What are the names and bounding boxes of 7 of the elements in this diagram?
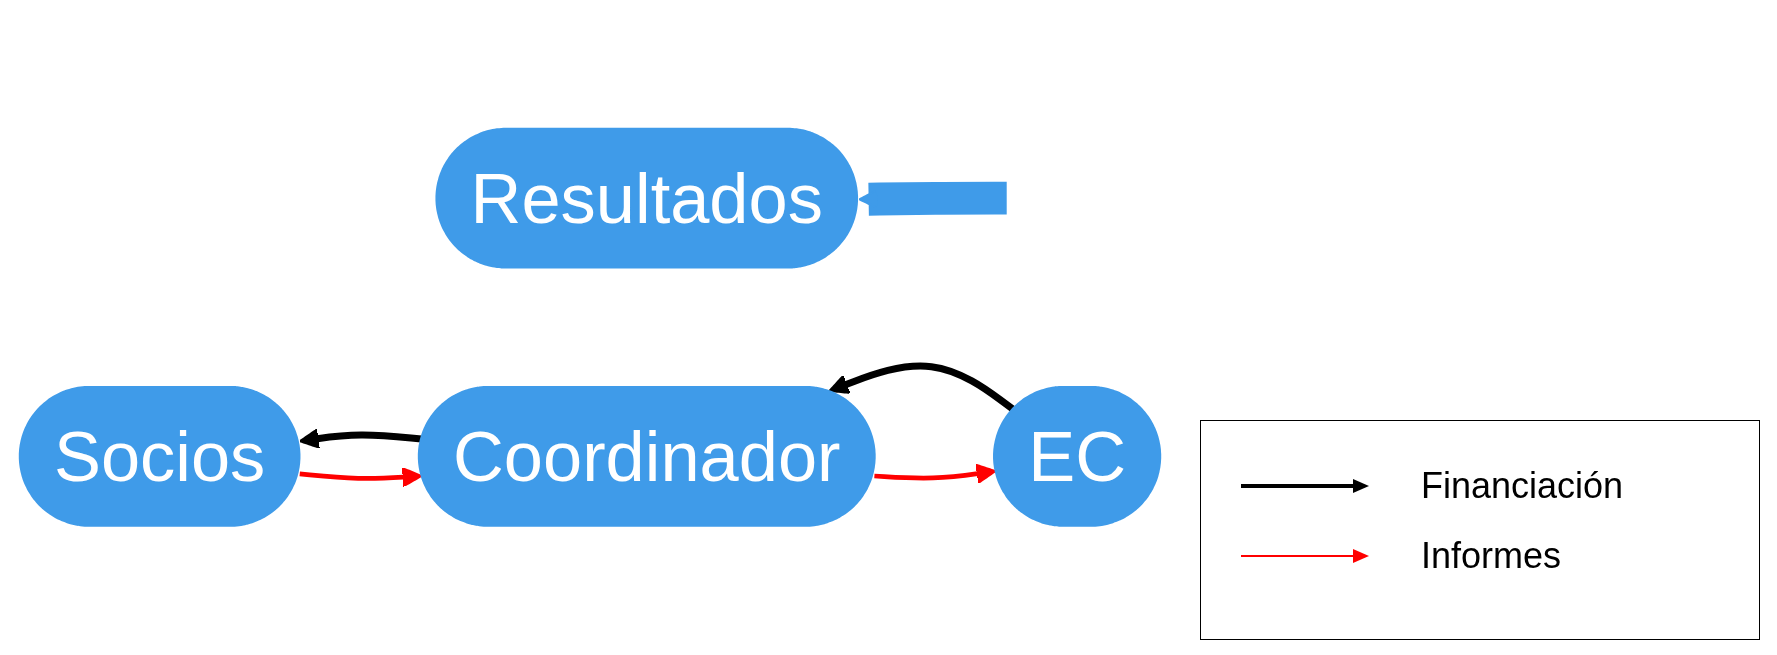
arrow <box>828 362 1016 413</box>
node-box: Coordinador <box>417 386 876 527</box>
arrow <box>298 428 422 450</box>
arrow <box>299 467 423 488</box>
legend-text: Informes <box>1421 535 1562 577</box>
node-box: Resultados <box>435 128 859 269</box>
legend-text: Financiación <box>1421 465 1624 507</box>
